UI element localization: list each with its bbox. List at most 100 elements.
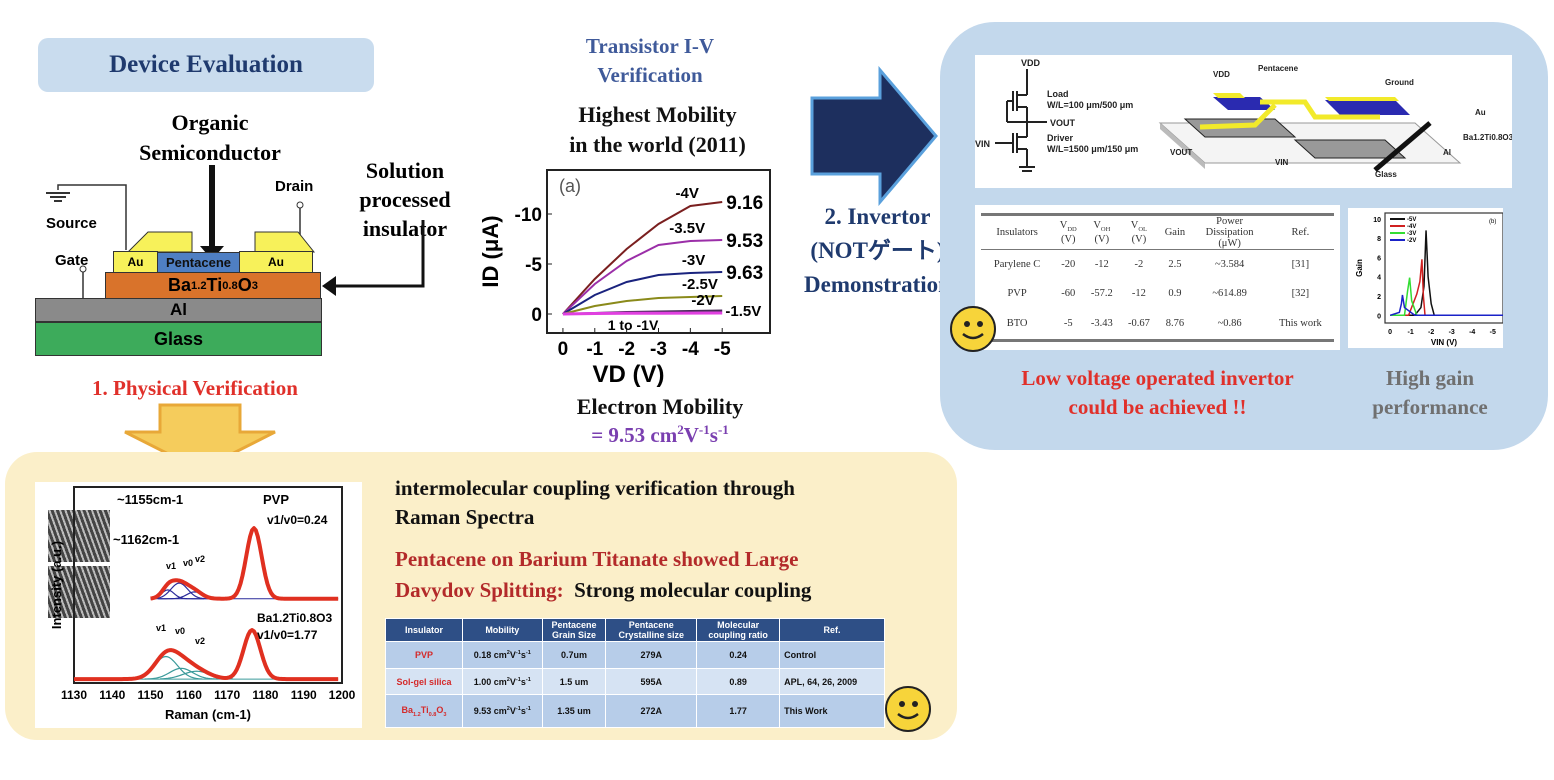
- title-line: Demonstration: [804, 272, 951, 297]
- table-cell: 595A: [605, 667, 698, 696]
- series-label: -1.5V: [725, 303, 761, 320]
- series-line--5V: [1390, 230, 1503, 317]
- table-cell: 1.77: [696, 694, 781, 728]
- series-label: -3.5V: [669, 220, 705, 237]
- table-cell: 279A: [605, 641, 698, 669]
- legend-label: -2V: [1407, 238, 1416, 244]
- x-axis-label: Raman (cm-1): [165, 707, 251, 722]
- y-tick-label: 4: [1377, 275, 1381, 282]
- mobility-label: 9.63: [726, 263, 763, 284]
- table-cell: BTO: [1006, 317, 1028, 329]
- table-cell: ~614.89: [1212, 288, 1247, 300]
- fit-component: [150, 582, 216, 600]
- organic-semiconductor-label: Organic Semiconductor: [120, 108, 300, 168]
- table-cell: [31]: [1291, 259, 1310, 271]
- x-axis-label: VD (V): [593, 361, 665, 388]
- column-header: Gain: [1164, 227, 1186, 238]
- al-3d-label: Al: [1443, 148, 1451, 157]
- mobility-label: 9.53: [726, 231, 763, 252]
- series-label: -2.5V: [682, 276, 718, 293]
- vdd-3d-label: VDD: [1213, 70, 1230, 79]
- script-text: DD: [1067, 226, 1077, 234]
- heading-line: Raman Spectra: [395, 505, 535, 529]
- au-drain-layer: Au: [239, 251, 313, 273]
- v2-label: v2: [195, 636, 205, 646]
- legend-label: -5V: [1407, 217, 1416, 223]
- label-line: Semiconductor: [139, 140, 281, 165]
- y-tick-label: 2: [1377, 294, 1381, 301]
- vin-label: VIN: [975, 139, 990, 149]
- x-tick-label: 0: [1388, 329, 1392, 336]
- table-cell: -12: [1094, 259, 1109, 271]
- right-arrow-icon: [810, 66, 938, 206]
- script-text: 0.8: [222, 279, 238, 292]
- series-label: -2V: [691, 292, 714, 309]
- raman-heading: intermolecular coupling verification thr…: [395, 474, 795, 532]
- script-text: 2: [677, 422, 684, 437]
- v1-label: v1: [166, 561, 176, 571]
- table-cell: -60: [1061, 288, 1076, 300]
- step1-label: 1. Physical Verification: [92, 376, 298, 400]
- column-header: Ref.: [779, 618, 885, 642]
- column-header: VDD(V): [1059, 220, 1077, 245]
- script-text: -1: [515, 706, 521, 713]
- script-text: 1.2: [191, 279, 207, 292]
- invertor-3d-layout: [1158, 93, 1462, 172]
- gate-label: Gate: [55, 252, 89, 269]
- driver-label: Driver: [1047, 133, 1074, 143]
- smiley-icon: [885, 686, 931, 732]
- bto-3d-label: Ba1.2Ti0.8O3: [1463, 133, 1512, 142]
- table-cell: Parylene C: [993, 259, 1041, 271]
- spectrum-Ba1.2Ti0.8O3: [73, 628, 339, 682]
- load-label: Load: [1047, 89, 1069, 99]
- x-tick-label: -5: [714, 339, 731, 360]
- script-text: 2: [506, 676, 510, 683]
- down-arrow-icon: [124, 403, 276, 472]
- table-cell: [32]: [1291, 288, 1310, 300]
- series-line--2.5V: [562, 295, 723, 315]
- table-cell: 0.7um: [541, 641, 607, 669]
- x-axis-label: VIN (V): [1431, 338, 1458, 347]
- low-voltage-label: Low voltage operated invertor could be a…: [970, 364, 1345, 422]
- finding-line: Davydov Splitting:: [395, 578, 564, 602]
- finding-strong-coupling: Strong molecular coupling: [574, 578, 812, 602]
- script-text: -1: [525, 706, 531, 713]
- invertor-title: 2. Invertor (NOTゲート) Demonstration: [775, 200, 980, 302]
- x-tick-label: -5: [1490, 329, 1496, 336]
- y-tick-label: -10: [515, 205, 542, 226]
- script-text: -1: [525, 649, 531, 656]
- label-line: Highest Mobility: [578, 102, 737, 127]
- vdd-label: VDD: [1021, 58, 1041, 68]
- x-tick-label: -4: [1469, 329, 1475, 336]
- annotation: 1 to -1V: [608, 317, 659, 333]
- table-cell: ~0.86: [1217, 317, 1242, 329]
- v0-label: v0: [175, 626, 185, 636]
- x-tick-label: 1140: [99, 688, 125, 702]
- table-cell: -57.2: [1090, 288, 1113, 300]
- table-cell: 8.76: [1165, 317, 1185, 329]
- series-line--3V: [562, 271, 723, 315]
- legend-label: -4V: [1407, 224, 1416, 230]
- glass-3d-label: Glass: [1375, 170, 1397, 179]
- x-tick-label: 0: [558, 339, 569, 360]
- invertor-circuit-figure: VDD VOUT VIN Load W/L=100 μm/500 μm Driv…: [975, 55, 1512, 188]
- x-tick-label: -1: [586, 339, 603, 360]
- glass-layer: Glass: [35, 322, 322, 356]
- fit-component: [144, 667, 218, 680]
- series-label: -3V: [682, 252, 705, 269]
- annotation-1155: ~1155cm-1: [117, 492, 183, 507]
- title-line: Verification: [597, 63, 703, 87]
- script-text: -1: [717, 422, 729, 437]
